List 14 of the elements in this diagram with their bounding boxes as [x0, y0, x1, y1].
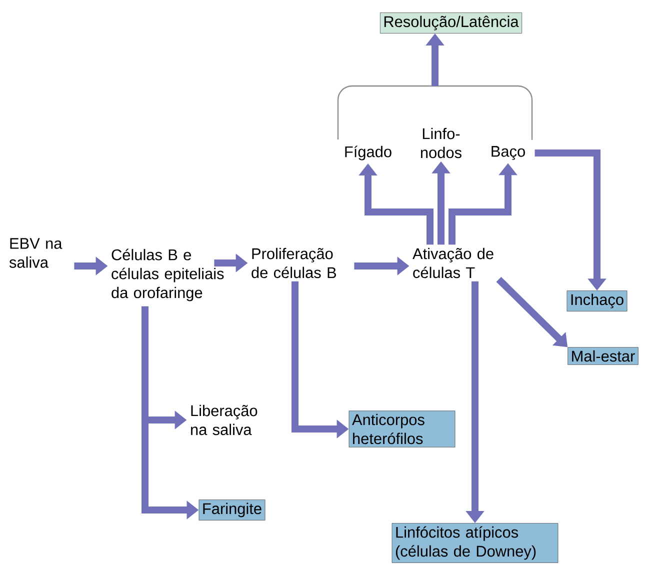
- outcome-box: Mal-estar: [568, 347, 638, 365]
- node-text: Fígado: [345, 146, 392, 160]
- node-text: Proliferação de células B: [252, 248, 336, 278]
- outcome-box: Faringite: [198, 500, 266, 520]
- node-text: EBV na saliva: [9, 238, 62, 268]
- node-text: Liberação na saliva: [191, 404, 258, 436]
- result-box: Resolução/Latência: [380, 12, 522, 34]
- node-text: Células B e células epiteliais da orofaringe: [112, 248, 224, 302]
- outcome-box: Anticorpos heterófilos: [348, 410, 456, 448]
- outcome-box: Linfócitos atípicos (células de Downey): [392, 523, 558, 563]
- outcome-box: Inchaço: [566, 290, 628, 312]
- node-text: Ativação de células T: [412, 248, 494, 278]
- node-text: Linfo- nodos: [421, 128, 462, 158]
- node-text: Baço: [492, 146, 525, 160]
